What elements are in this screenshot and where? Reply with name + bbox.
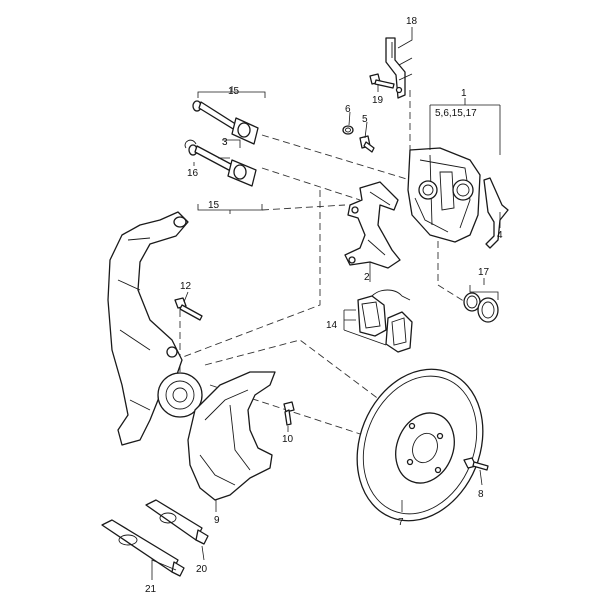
brake-caliper [407,147,481,243]
bolt-10 [283,401,295,426]
callout-10: 10 [282,434,294,445]
callout-1-sub: 5,6,15,17 [435,108,477,119]
grease-tube-20 [145,499,209,545]
callout-1: 1 [461,88,467,99]
bleed-valve-5 [359,135,375,153]
guide-pin-upper [192,100,259,145]
screw-8 [463,457,489,471]
callout-6: 6 [345,104,351,115]
steering-knuckle [107,211,203,446]
cap-6 [342,125,354,135]
callout-15-lower: 15 [208,200,220,211]
callout-21: 21 [145,584,157,595]
callout-15-upper: 15 [228,86,240,97]
callout-17: 17 [478,267,490,278]
callouts: 18 19 6 5 1 5,6,15,17 15 3 16 15 4 2 17 … [145,16,503,595]
brake-hose-bracket [385,37,413,99]
callout-2: 2 [364,272,370,283]
clip-16 [184,139,197,149]
brake-disc-7 [356,368,484,522]
callout-20: 20 [196,564,208,575]
callout-3: 3 [222,137,228,148]
callout-12: 12 [180,281,192,292]
caliper-carrier [344,181,401,269]
callout-18: 18 [406,16,418,27]
grease-tube-21 [101,519,185,577]
callout-19: 19 [372,95,384,106]
bolt-19 [369,73,395,89]
brake-pads-14 [357,289,413,353]
callout-4: 4 [497,230,503,241]
callout-9: 9 [214,515,220,526]
piston-seals-17 [463,292,499,323]
callout-8: 8 [478,489,484,500]
callout-7: 7 [398,517,404,528]
callout-5: 5 [362,114,368,125]
callout-16: 16 [187,168,199,179]
spring-clip-4 [483,177,509,249]
leader-lines [151,27,501,580]
guide-pin-lower [188,144,257,187]
callout-14: 14 [326,320,338,331]
splash-shield-9 [187,371,276,501]
bolt-12 [174,297,203,321]
